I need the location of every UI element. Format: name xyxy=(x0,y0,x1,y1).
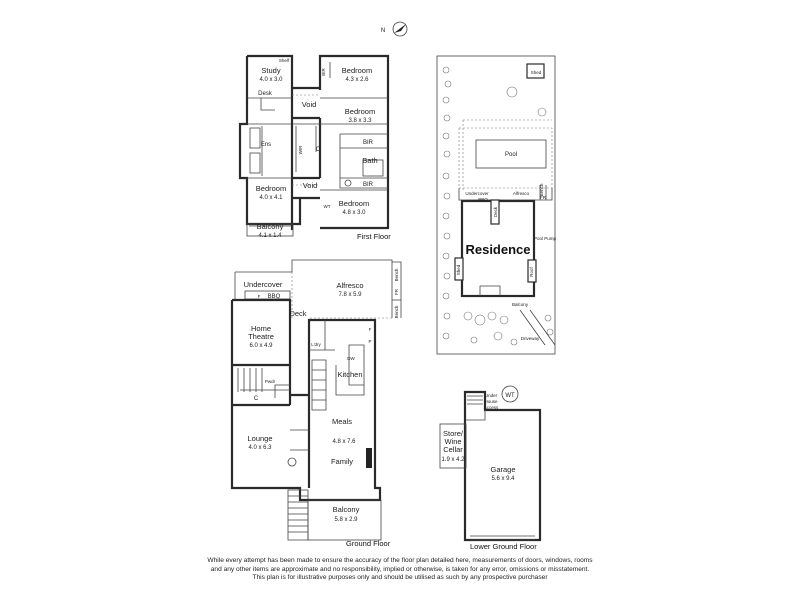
deck-label: Deck xyxy=(289,309,306,318)
pwdr-label: Pwdr xyxy=(265,379,276,384)
alfresco-dims: 7.8 x 5.9 xyxy=(338,292,362,298)
site-undercover-label: Undercover xyxy=(465,191,489,196)
meals-dims: 4.8 x 7.6 xyxy=(332,439,356,445)
site-fr-label: FR xyxy=(540,195,547,200)
ground-c-label: C xyxy=(254,396,259,402)
garage-dims: 5.6 x 9.4 xyxy=(491,476,515,482)
disclaimer-line: While every attempt has been made to ens… xyxy=(207,557,593,564)
site-deck-label: Deck xyxy=(493,206,498,217)
meals-label: Meals xyxy=(332,417,352,426)
pantry-label: P xyxy=(368,339,371,344)
wir-label: WIR xyxy=(298,145,303,154)
bir-mid-label: BIR xyxy=(363,140,374,146)
home-theatre-dims: 6.0 x 4.9 xyxy=(249,343,273,349)
pool-label: Pool xyxy=(505,152,517,158)
bir-top-label: BIR xyxy=(321,68,326,76)
bir-low-label: BIR xyxy=(363,182,374,188)
home-theatre-label-1: Home xyxy=(251,324,271,333)
pool-pump-label: Pool Pump xyxy=(534,236,557,241)
ground-floor-plan: Undercover F BBQ Alfresco 7.8 x 5.9 Benc… xyxy=(230,259,402,548)
site-alfresco-label: Alfresco xyxy=(513,191,530,196)
alfresco-label: Alfresco xyxy=(336,281,363,290)
bbq-label: BBQ xyxy=(268,294,281,300)
bedroom-d-dims: 4.8 x 3.0 xyxy=(342,210,366,216)
compass-north-label: N xyxy=(381,28,385,34)
lower-wt-label: WT xyxy=(505,393,515,399)
bedroom-b-dims: 3.8 x 3.3 xyxy=(348,118,372,124)
garage-label: Garage xyxy=(490,465,515,474)
kitchen-label: Kitchen xyxy=(337,370,362,379)
store-label-3: Cellar xyxy=(443,445,463,454)
void-upper-label: Void xyxy=(302,100,317,109)
bedroom-a-label: Bedroom xyxy=(342,66,372,75)
void-lower-label: Void xyxy=(303,181,318,190)
lower-ground-floor-title: Lower Ground Floor xyxy=(470,542,537,551)
fr-label: FR xyxy=(394,288,399,295)
ground-f-label: F xyxy=(258,294,261,299)
compass-circle-icon xyxy=(392,21,408,37)
bedroom-c-label: Bedroom xyxy=(256,184,286,193)
disclaimer-line: and any other items are approximate and … xyxy=(210,565,590,573)
ldry-label: L'dry xyxy=(311,342,321,347)
under-house-label-3: Access xyxy=(484,405,499,410)
bedroom-a-dims: 4.3 x 2.6 xyxy=(345,77,369,83)
site-bbq-label: BBQ xyxy=(478,197,488,202)
first-floor-balcony-dims: 4.1 x 1.4 xyxy=(258,233,282,239)
bedroom-c-dims: 4.0 x 4.1 xyxy=(259,195,283,201)
ens-label: Ens xyxy=(261,142,271,148)
study-label: Study xyxy=(261,66,280,75)
study-dims: 4.0 x 3.0 xyxy=(259,77,283,83)
ground-balcony-dims: 5.8 x 2.9 xyxy=(334,517,358,523)
store-dims: 1.9 x 4.2 xyxy=(441,457,465,463)
lounge-label: Lounge xyxy=(247,434,272,443)
first-floor-c-label: C xyxy=(316,147,321,153)
site-shed-side-label: Shed xyxy=(456,264,461,275)
shelf-label: Shelf xyxy=(279,58,290,63)
bench-1-label: Bench xyxy=(394,268,399,281)
ground-f2-label: F xyxy=(369,327,372,332)
site-balcony-label: Balcony xyxy=(512,302,529,307)
compass: N xyxy=(381,21,408,37)
site-bench-label: Bench xyxy=(539,183,544,196)
bedroom-d-label: Bedroom xyxy=(339,199,369,208)
first-floor-plan: Study 4.0 x 3.0 Shelf Desk BIR Bedroom 4… xyxy=(238,54,391,241)
residence-label: Residence xyxy=(465,242,530,257)
home-theatre-label-2: Theatre xyxy=(248,332,274,341)
ground-floor-title: Ground Floor xyxy=(346,539,391,548)
site-plan: Shed Pool Undercover Alfresco BBQ Deck B… xyxy=(436,55,557,355)
site-shed-top-label: Shed xyxy=(531,70,542,75)
store-label-1: Store/ xyxy=(443,429,464,438)
first-floor-title: First Floor xyxy=(357,232,391,241)
first-floor-wt-label: WT xyxy=(324,204,331,209)
ground-balcony-label: Balcony xyxy=(333,505,360,514)
under-house-label-1: Under xyxy=(485,393,498,398)
family-label: Family xyxy=(331,457,353,466)
site-roof-label: Roof xyxy=(529,267,534,277)
under-house-label-2: House xyxy=(484,399,498,404)
compass-needle-icon xyxy=(394,24,406,33)
bench-2-label: Bench xyxy=(394,305,399,318)
undercover-label: Undercover xyxy=(244,280,283,289)
first-floor-balcony-label: Balcony xyxy=(257,222,284,231)
lounge-dims: 4.0 x 6.3 xyxy=(248,445,272,451)
dw-label: DW xyxy=(347,356,355,361)
disclaimer-line: This plan is for illustrative purposes o… xyxy=(252,574,548,582)
bath-label: Bath xyxy=(362,156,377,165)
bedroom-b-label: Bedroom xyxy=(345,107,375,116)
store-label-2: Wine xyxy=(444,437,461,446)
lower-ground-floor-plan: Under House Access WT Store/ Wine Cellar… xyxy=(439,385,542,551)
driveway-label: Driveway xyxy=(521,336,540,341)
desk-label: Desk xyxy=(258,91,273,97)
disclaimer: While every attempt has been made to ens… xyxy=(150,557,650,583)
